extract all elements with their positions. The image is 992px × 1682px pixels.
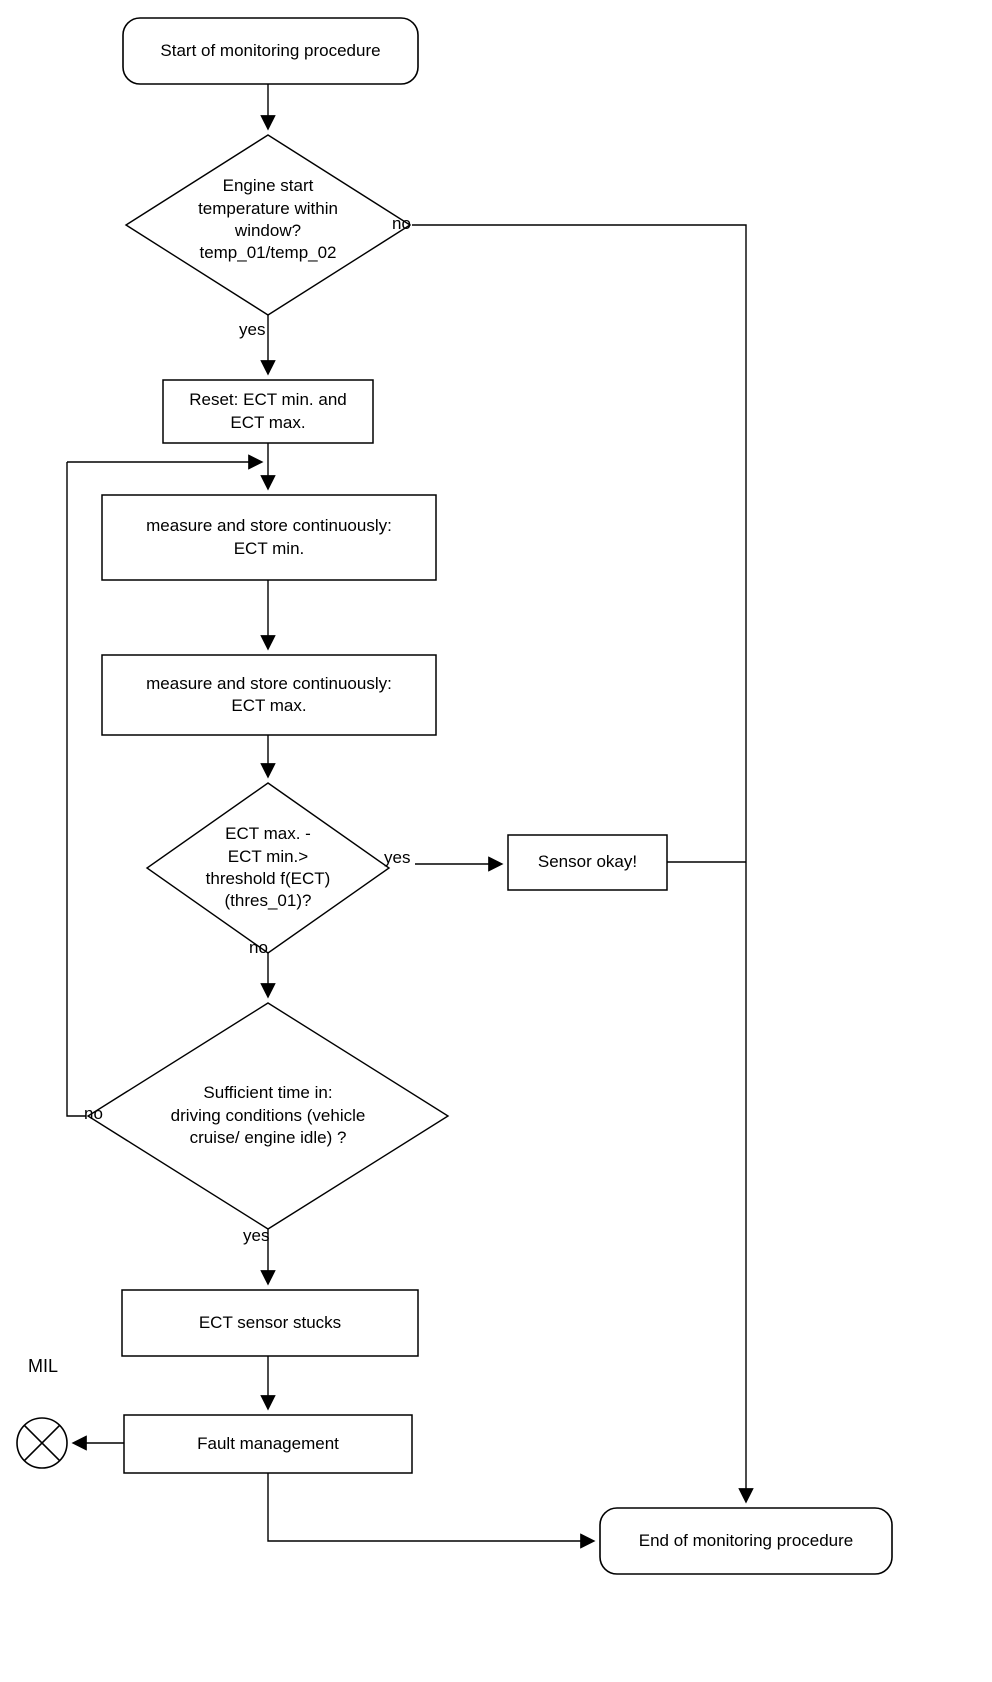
edge-label-threshold-no: no [249,938,268,957]
fault-management-shape [123,1414,413,1474]
reset-box-shape [162,379,374,444]
mil-indicator-node[interactable] [17,1418,67,1468]
end-node[interactable] [600,1508,892,1574]
ect-sensor-stucks-node[interactable] [122,1290,418,1356]
edge-label-sufficient-time-yes: yes [243,1226,270,1245]
measure-max-shape [101,654,437,736]
mil-label: MIL [28,1356,59,1376]
edge-label-temp-window-yes: yes [239,320,266,339]
ect-sensor-stucks-shape [121,1289,419,1357]
decision-threshold-node[interactable] [147,783,389,953]
decision-sufficient-time-node[interactable] [88,1003,448,1229]
edge-label-threshold-yes: yes [384,848,411,867]
decision-temp-window-node[interactable] [126,135,410,315]
start-shape [122,17,419,85]
start-node[interactable] [123,18,418,84]
sensor-okay-node[interactable] [508,835,667,890]
measure-min-node[interactable] [102,495,436,580]
edge-fault-management-to-end [267,1473,596,1549]
edge-sufficient-time-no-loopback [66,462,86,1117]
measure-max-node[interactable] [102,655,436,735]
measure-min-shape [101,494,437,581]
mil-cross-stroke-b [23,1424,61,1462]
edge-label-temp-window-no: no [392,214,411,233]
fault-management-node[interactable] [124,1415,412,1473]
end-shape [599,1507,893,1575]
edge-temp-window-no-to-end [412,224,754,1504]
reset-box-node[interactable] [163,380,373,443]
sensor-okay-shape [507,834,668,891]
edge-label-sufficient-time-no: no [84,1104,103,1123]
